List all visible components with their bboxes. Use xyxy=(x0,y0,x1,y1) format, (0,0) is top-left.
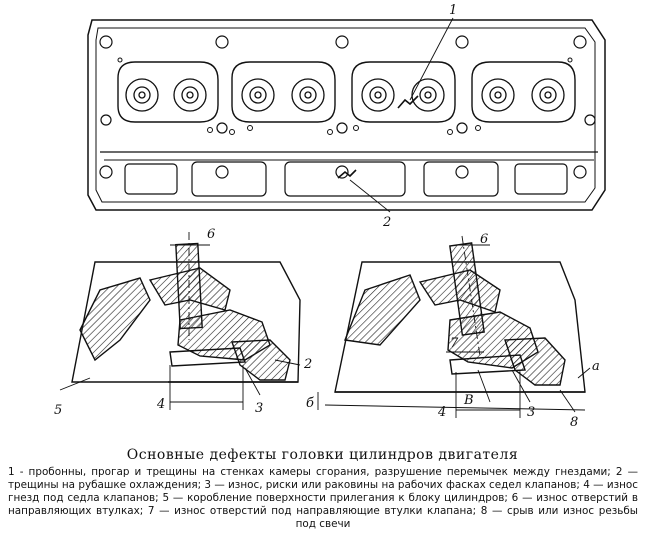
callout-left-6: 6 xyxy=(207,227,215,242)
cylinder-head-defects-figure: 1 2 6 2 3 4 5 xyxy=(54,3,606,430)
figure-caption-legend: 1 - пробонны, прогар и трещины на стенка… xyxy=(8,466,638,530)
callout-right-a: а xyxy=(592,359,600,374)
left-section-view xyxy=(71,232,301,383)
callout-left-4: 4 xyxy=(156,397,165,412)
callout-left-2: 2 xyxy=(303,357,312,372)
callout-left-3: 3 xyxy=(255,401,263,416)
callout-top-2: 2 xyxy=(382,215,391,230)
callout-right-b: б xyxy=(306,396,314,411)
right-callout-leaders xyxy=(317,244,591,418)
top-callout-leaders xyxy=(349,17,454,213)
right-section-view xyxy=(324,235,586,411)
left-callout-leaders xyxy=(59,244,301,410)
callout-left-5: 5 xyxy=(54,403,62,418)
callout-right-7: 7 xyxy=(450,336,459,351)
callout-right-4: 4 xyxy=(437,405,446,420)
callout-top-1: 1 xyxy=(449,3,457,18)
callout-right-3: 3 xyxy=(527,405,535,420)
callout-right-v: В xyxy=(463,393,474,408)
cylinder-head-top-view xyxy=(87,19,606,211)
figure-caption-title: Основные дефекты головки цилиндров двига… xyxy=(126,447,519,463)
callout-right-8: 8 xyxy=(570,415,578,430)
callout-right-6: 6 xyxy=(480,232,488,247)
